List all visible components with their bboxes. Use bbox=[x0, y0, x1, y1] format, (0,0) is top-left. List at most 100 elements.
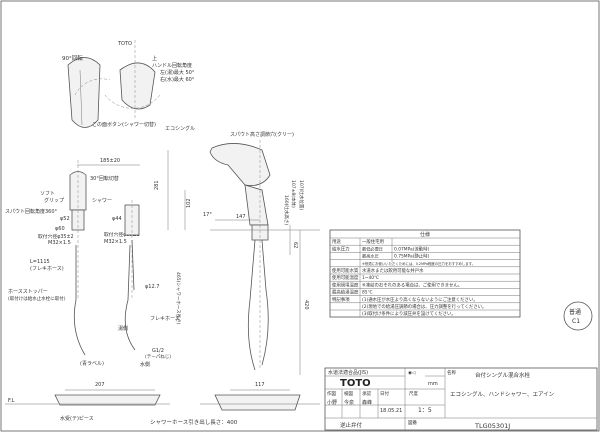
hose-center-1 bbox=[247, 239, 256, 371]
title-block: 水道法適合品(JIS) TOTO ◉◁ mm 名称 台付シングル混合水栓 エコシ… bbox=[324, 367, 598, 431]
product-desc: エコシングル、ハンドシャワー、エアイン bbox=[450, 390, 555, 398]
hot-max-label: 左(湯)最大 50° bbox=[160, 69, 195, 76]
spec-row-value: 85℃ bbox=[362, 290, 373, 296]
spec-row-value: 一般住宅用 bbox=[362, 238, 384, 245]
spec-row-value: 0.07MPa(流動時) bbox=[394, 245, 430, 252]
projection-label: ◉◁ bbox=[408, 371, 416, 376]
approver-name: 森峰 bbox=[362, 399, 372, 406]
rotation-arc-right bbox=[104, 94, 161, 109]
scale-label: 尺度 bbox=[409, 390, 418, 397]
date-label: 日付 bbox=[380, 390, 389, 397]
g12-note: (テーパねじ) bbox=[145, 354, 171, 360]
dim-62: 62 bbox=[292, 242, 298, 248]
phi-44: φ44 bbox=[112, 216, 122, 222]
lever-centerline bbox=[79, 69, 83, 126]
soft-label: ソフト bbox=[40, 191, 55, 197]
switch-button-label: この面ボタン(シャワー切替) bbox=[92, 121, 156, 128]
m32-right: M32×1.5 bbox=[104, 239, 127, 245]
length-label: L=1115 bbox=[30, 259, 50, 265]
lever-side-view bbox=[119, 62, 156, 110]
spec-title: 仕様 bbox=[420, 231, 430, 238]
g12-label: G1/2 bbox=[152, 348, 164, 354]
unit-value: mm bbox=[428, 381, 438, 387]
up-label: 上 bbox=[152, 55, 157, 62]
handle-angle-label: ハンドル回転角度 bbox=[152, 62, 192, 69]
hose-right-2 bbox=[131, 239, 135, 291]
checker-name: 今泉 bbox=[344, 399, 354, 406]
spec-table-frame bbox=[329, 229, 521, 318]
blue-label: (青ラベル) bbox=[80, 360, 104, 367]
toto-small-label: TOTO bbox=[117, 41, 132, 47]
cold-max-label: 右(水)最大 60° bbox=[160, 76, 195, 83]
m32-left: M32×1.5 bbox=[48, 240, 71, 246]
shower-hose-length: シャワーホース引き出し長さ：400 bbox=[150, 418, 238, 426]
hot-water-label: 湯側 bbox=[118, 325, 128, 332]
standard-label: 水道法適合品(JIS) bbox=[328, 369, 368, 376]
drain-hole-label: 水受(テ)ピース bbox=[60, 415, 94, 422]
hole-dia-right: 取付穴径φ35±2 bbox=[104, 231, 140, 238]
spec-row-value: 0.75MPa(静止時) bbox=[394, 253, 430, 260]
dim-207: 207 bbox=[95, 382, 105, 388]
dim-117: 117 bbox=[255, 382, 265, 388]
spec-row-sub: 最低必要圧 bbox=[362, 245, 383, 252]
spec-row-label: 給水圧力 bbox=[332, 245, 350, 252]
spec-row-value: (1)通水圧が水圧より高くならないようにご注意ください。 bbox=[362, 296, 478, 303]
spec-row-label: 用途 bbox=[332, 238, 341, 245]
dim-185: 185±20 bbox=[100, 158, 120, 164]
dim-1077: 107(吐水位置) bbox=[298, 180, 305, 210]
phi-52: φ52 bbox=[60, 216, 70, 222]
dim-465: 465(シャワーホース長さ) bbox=[175, 272, 182, 325]
front-view-center-group: スパウト高さ調節穴(クリー) 281 102 17° 147 107±8(本体)… bbox=[150, 131, 320, 426]
date-value: 18.05.21 bbox=[380, 408, 402, 414]
phi-12-7: φ12.7 bbox=[145, 284, 159, 290]
hose-right bbox=[124, 244, 136, 351]
flex-hose-left: (フレキホース) bbox=[30, 266, 64, 272]
spec-row-label: 最高給湯温度 bbox=[332, 289, 359, 296]
drawing-no: TLG05301J bbox=[474, 422, 510, 430]
spec-row-value: (3)取付け条件により減圧弁を設けてください。 bbox=[362, 310, 456, 317]
drawer-name: 小野 bbox=[327, 399, 337, 406]
spout-angle-label: スパウト高さ調節穴(クリー) bbox=[230, 131, 294, 138]
scale-value: 1：5 bbox=[418, 407, 432, 414]
spec-row-label: 使用環境温度 bbox=[332, 281, 359, 288]
hole-dia-left: 取付穴径φ35±2 bbox=[38, 233, 74, 240]
faucet-body-center bbox=[244, 184, 269, 226]
phi-60: φ60 bbox=[55, 226, 65, 232]
hose-center-2 bbox=[261, 239, 269, 366]
spec-row-label: 使用可能水質 bbox=[332, 267, 359, 274]
hose-left bbox=[73, 245, 86, 356]
approved-label: 承認 bbox=[362, 390, 371, 397]
drawn-label: 作図 bbox=[327, 390, 336, 397]
lever-body-top bbox=[67, 57, 101, 128]
spec-row-label: 使用可能温度 bbox=[332, 274, 359, 281]
name-label: 名称 bbox=[447, 369, 456, 376]
spec-row-sub: 最高水圧 bbox=[362, 253, 379, 260]
flex-hose-label: フレキホース bbox=[150, 316, 180, 322]
title-block-frame bbox=[324, 367, 598, 431]
stamp-circle bbox=[563, 301, 593, 331]
note-label: 逆止弁付 bbox=[340, 421, 363, 429]
product-name: 台付シングル混合水栓 bbox=[475, 371, 531, 379]
dim-281: 281 bbox=[154, 180, 160, 190]
stamp-label: 普通 bbox=[569, 308, 581, 316]
brand-logo: TOTO bbox=[340, 378, 371, 389]
revision-stamp: 普通 C1 bbox=[563, 301, 593, 331]
dim-147: 147 bbox=[236, 214, 246, 220]
cold-water-label: 水側 bbox=[140, 361, 150, 368]
dim-102: 102 bbox=[186, 198, 192, 208]
hose-stopper-note: (取付けは給水止水栓に取付) bbox=[8, 295, 66, 302]
spec-row-value: 水道水または飲用可能な井戸水 bbox=[362, 267, 424, 274]
dim-30-angle: 30°回転切替 bbox=[90, 175, 119, 182]
spec-row-value: ※凍結のおそれのある場合は、ご使用できません。 bbox=[362, 281, 462, 288]
check-label: 検図 bbox=[344, 390, 353, 397]
spec-row-value: 1~40℃ bbox=[362, 275, 379, 281]
spout-rotation: スパウト回転角度360° bbox=[5, 208, 58, 215]
front-view-left-group: エコシングル 185±20 30°回転切替 ソフト グリップ シャワー スパウト… bbox=[5, 125, 195, 422]
grip-label: グリップ bbox=[44, 197, 64, 204]
dim-17: 17° bbox=[203, 212, 212, 218]
